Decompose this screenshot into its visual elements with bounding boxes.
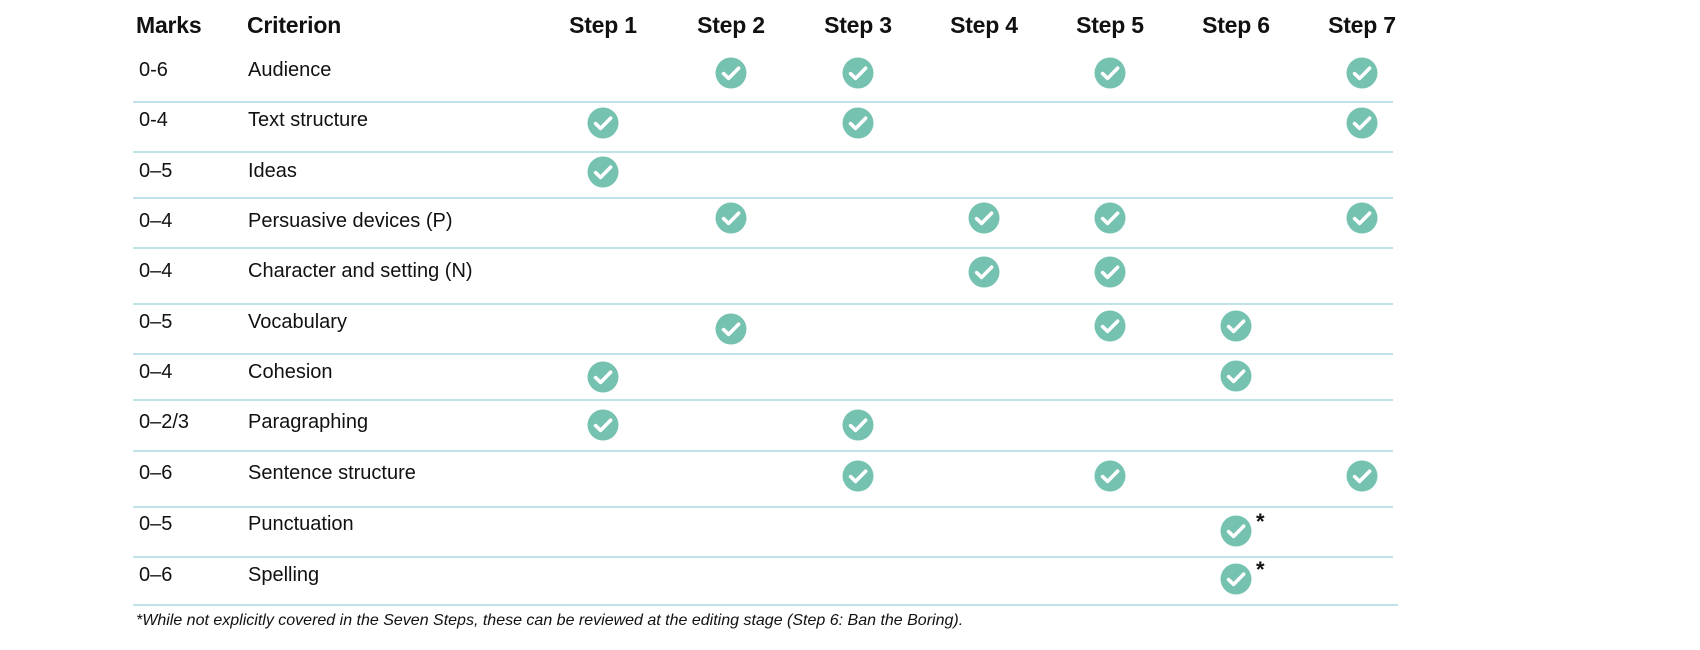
marks-cell: 0-6 — [139, 59, 168, 81]
check-circle-icon — [842, 57, 874, 89]
criterion-cell: Paragraphing — [248, 411, 369, 433]
check-circle-icon — [1220, 515, 1252, 547]
check-circle-icon — [1346, 460, 1378, 492]
check-circle-icon — [587, 156, 619, 188]
criterion-cell: Text structure — [248, 109, 369, 131]
check-circle-icon — [715, 57, 747, 89]
marks-cell: 0-4 — [139, 109, 168, 131]
header-step-6: Step 6 — [1202, 12, 1270, 38]
check-circle-icon — [842, 409, 874, 441]
check-circle-icon — [715, 313, 747, 345]
table-row — [133, 556, 1398, 606]
marks-cell: 0–2/3 — [139, 411, 190, 433]
marks-cell: 0–4 — [139, 361, 173, 383]
criterion-cell: Spelling — [248, 564, 320, 586]
criterion-cell: Sentence structure — [248, 462, 416, 484]
marks-cell: 0–5 — [139, 513, 173, 535]
header-step-1: Step 1 — [569, 12, 637, 38]
table-row — [133, 506, 1393, 558]
check-circle-icon — [1220, 360, 1252, 392]
table-row — [133, 101, 1393, 153]
table-row — [133, 399, 1393, 452]
check-circle-icon — [1220, 310, 1252, 342]
table-row — [133, 151, 1393, 199]
check-circle-icon — [1094, 202, 1126, 234]
check-circle-icon — [1346, 107, 1378, 139]
check-circle-icon — [587, 361, 619, 393]
check-circle-icon — [968, 256, 1000, 288]
table-row — [133, 53, 1393, 103]
check-circle-icon — [1094, 310, 1126, 342]
marks-cell: 0–6 — [139, 564, 173, 586]
header-criterion: Criterion — [247, 12, 342, 38]
header-step-4: Step 4 — [950, 12, 1018, 38]
check-circle-icon — [842, 107, 874, 139]
marks-cell: 0–4 — [139, 260, 173, 282]
table-row — [133, 197, 1393, 249]
marks-cell: 0–6 — [139, 462, 173, 484]
criterion-cell: Audience — [248, 59, 332, 81]
check-circle-icon — [1346, 202, 1378, 234]
criterion-cell: Ideas — [248, 160, 297, 182]
criterion-cell: Cohesion — [248, 361, 333, 383]
asterisk-marker: * — [1256, 509, 1265, 534]
criterion-cell: Vocabulary — [248, 311, 347, 333]
table-row — [133, 450, 1393, 508]
check-circle-icon — [715, 202, 747, 234]
check-circle-icon — [587, 409, 619, 441]
check-circle-icon — [1346, 57, 1378, 89]
table-row — [133, 247, 1393, 305]
marks-cell: 0–5 — [139, 160, 173, 182]
check-circle-icon — [587, 107, 619, 139]
header-marks: Marks — [136, 12, 202, 38]
check-circle-icon — [842, 460, 874, 492]
marks-cell: 0–4 — [139, 210, 173, 232]
header-step-7: Step 7 — [1328, 12, 1396, 38]
marks-cell: 0–5 — [139, 311, 173, 333]
criterion-cell: Punctuation — [248, 513, 354, 535]
criterion-cell: Character and setting (N) — [248, 260, 473, 282]
table-row — [133, 303, 1393, 355]
footnote: *While not explicitly covered in the Sev… — [136, 612, 964, 629]
check-circle-icon — [1094, 256, 1126, 288]
header-step-3: Step 3 — [824, 12, 892, 38]
header-step-5: Step 5 — [1076, 12, 1144, 38]
header-step-2: Step 2 — [697, 12, 765, 38]
table-row — [133, 353, 1393, 401]
check-circle-icon — [1094, 460, 1126, 492]
asterisk-marker: * — [1256, 557, 1265, 582]
criterion-cell: Persuasive devices (P) — [248, 210, 453, 232]
check-circle-icon — [968, 202, 1000, 234]
check-circle-icon — [1094, 57, 1126, 89]
check-circle-icon — [1220, 563, 1252, 595]
